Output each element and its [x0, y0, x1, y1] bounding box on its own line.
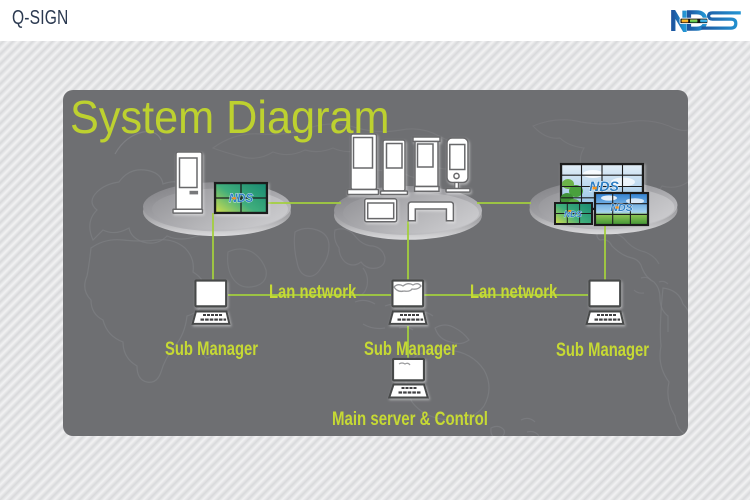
- svg-text:NDS: NDS: [564, 209, 582, 219]
- svg-text:NDS: NDS: [589, 178, 619, 194]
- svg-text:NDS: NDS: [610, 202, 632, 214]
- svg-text:NDS: NDS: [229, 193, 254, 205]
